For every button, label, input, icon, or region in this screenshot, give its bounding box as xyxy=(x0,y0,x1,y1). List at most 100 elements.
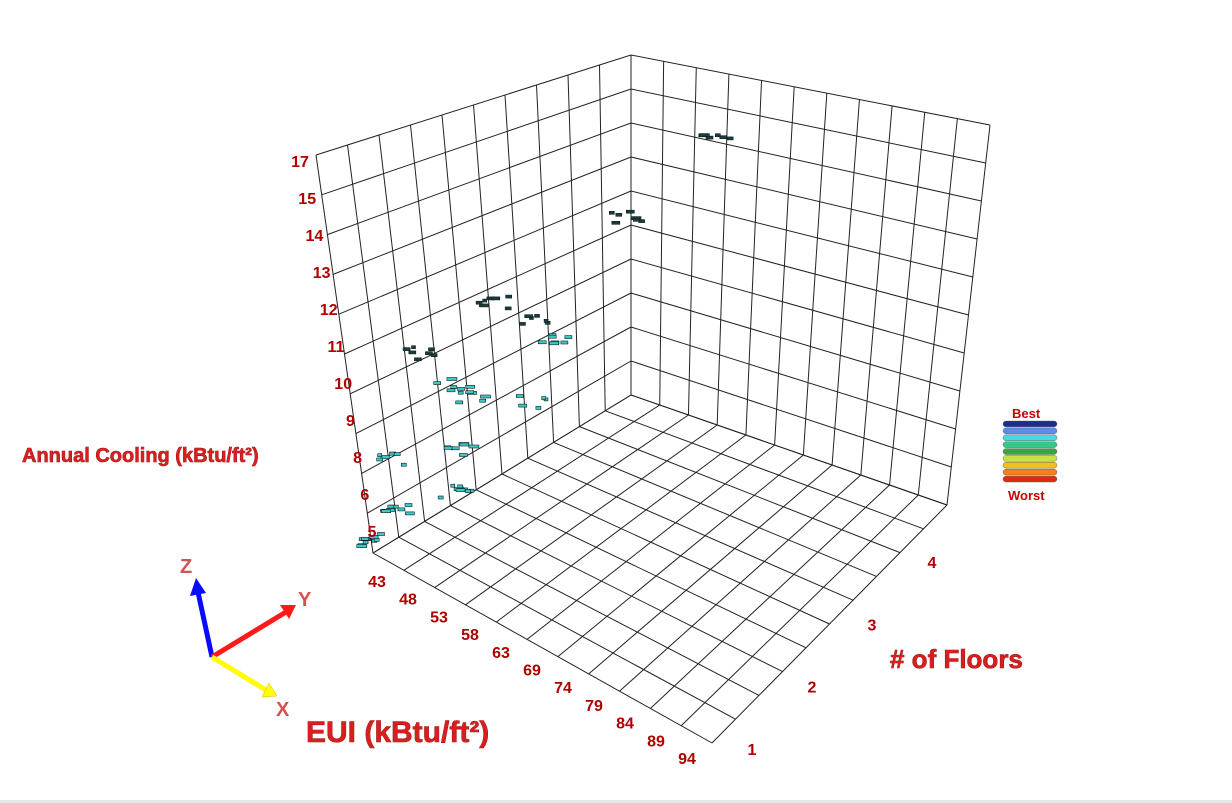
data-point xyxy=(719,135,728,139)
gridline xyxy=(327,122,632,236)
gridline xyxy=(315,54,632,156)
data-point xyxy=(515,394,524,398)
triad-x-arrow-shaft xyxy=(210,654,268,693)
x-axis-title: EUI (kBtu/ft²) xyxy=(306,716,489,749)
data-point xyxy=(361,536,369,541)
data-point xyxy=(425,351,433,356)
gridline xyxy=(527,457,854,601)
triad-z-arrow-shaft xyxy=(195,591,215,658)
gridline xyxy=(553,441,877,577)
data-point xyxy=(387,504,395,509)
gridline xyxy=(630,360,952,468)
data-point xyxy=(714,133,721,137)
data-point xyxy=(455,400,464,405)
data-point xyxy=(356,544,368,548)
data-point xyxy=(397,507,406,512)
data-point xyxy=(376,457,384,462)
data-point xyxy=(381,509,392,514)
data-point xyxy=(457,387,465,391)
legend-best-label: Best xyxy=(1012,406,1041,421)
y-tick-label: 2 xyxy=(808,680,817,697)
x-tick-label: 48 xyxy=(399,592,417,609)
legend-swatch xyxy=(1002,427,1058,434)
data-point xyxy=(408,350,417,355)
data-point xyxy=(457,390,464,395)
data-point xyxy=(541,396,547,400)
z-tick-label: 8 xyxy=(353,450,362,467)
gridline xyxy=(630,190,973,278)
data-point xyxy=(404,503,413,507)
data-point xyxy=(377,453,383,458)
triad-y-arrowhead xyxy=(280,605,296,619)
data-point xyxy=(414,357,422,362)
legend-color-bar xyxy=(1002,420,1058,483)
data-point xyxy=(465,489,471,493)
data-point xyxy=(611,221,621,225)
x-tick-label: 58 xyxy=(461,627,479,644)
triad-x-label: X xyxy=(276,699,290,721)
data-point xyxy=(455,488,466,492)
z-tick-label: 15 xyxy=(298,191,316,208)
gridline xyxy=(567,74,580,427)
z-tick-label: 13 xyxy=(313,265,331,282)
z-tick-label: 11 xyxy=(328,339,345,356)
x-tick-label: 84 xyxy=(616,716,634,733)
data-point xyxy=(491,296,501,301)
legend-swatch xyxy=(1002,420,1058,428)
z-tick-label: 9 xyxy=(346,413,355,430)
data-point xyxy=(450,483,456,488)
data-point xyxy=(549,341,560,346)
data-point xyxy=(480,394,491,399)
gridline xyxy=(398,536,736,720)
axis-orientation-triad: Z Y X xyxy=(180,556,312,721)
gridline xyxy=(605,410,924,530)
data-point xyxy=(437,495,444,500)
gridline xyxy=(475,489,807,649)
data-point xyxy=(537,340,547,345)
gridline xyxy=(630,54,991,126)
z-axis-title: Annual Cooling (kBtu/ft²) xyxy=(22,445,259,467)
gridline xyxy=(372,552,713,744)
gridline xyxy=(504,94,529,459)
gridlines-back-right-wall xyxy=(630,54,991,506)
gridline xyxy=(501,473,830,625)
data-point xyxy=(608,211,615,215)
legend-worst-label: Worst xyxy=(1008,488,1045,503)
data-point xyxy=(524,314,534,319)
z-tick-label: 6 xyxy=(360,487,369,504)
data-point xyxy=(482,298,488,303)
data-point xyxy=(459,453,468,457)
x-tick-label: 69 xyxy=(523,663,541,680)
z-tick-label: 5 xyxy=(368,524,377,541)
triad-x-arrowhead xyxy=(261,682,278,698)
x-tick-label: 43 xyxy=(368,574,386,591)
legend-swatch xyxy=(1002,455,1058,462)
data-point xyxy=(475,300,483,305)
data-point xyxy=(468,444,480,449)
data-point xyxy=(373,537,380,542)
gridline xyxy=(332,156,632,275)
gridline xyxy=(630,88,986,164)
data-point xyxy=(428,347,435,352)
x-tick-label: 94 xyxy=(678,751,696,768)
gridline xyxy=(630,122,982,202)
data-point xyxy=(479,398,487,403)
data-point xyxy=(459,442,470,447)
data-point xyxy=(504,306,512,311)
z-tick-label: 14 xyxy=(306,228,324,245)
triad-y-arrow-shaft xyxy=(210,609,288,660)
legend-swatch xyxy=(1002,434,1058,441)
y-tick-label: 3 xyxy=(868,617,877,634)
gridline xyxy=(536,84,555,443)
data-point xyxy=(505,294,513,299)
gridline xyxy=(630,292,961,392)
data-point xyxy=(402,347,411,351)
gridlines-back-left-wall xyxy=(315,54,632,554)
data-point xyxy=(393,452,401,456)
bottom-divider xyxy=(0,800,1232,803)
data-point xyxy=(519,322,526,326)
legend-swatch xyxy=(1002,441,1058,448)
data-point xyxy=(726,136,734,141)
gridline xyxy=(630,326,956,430)
